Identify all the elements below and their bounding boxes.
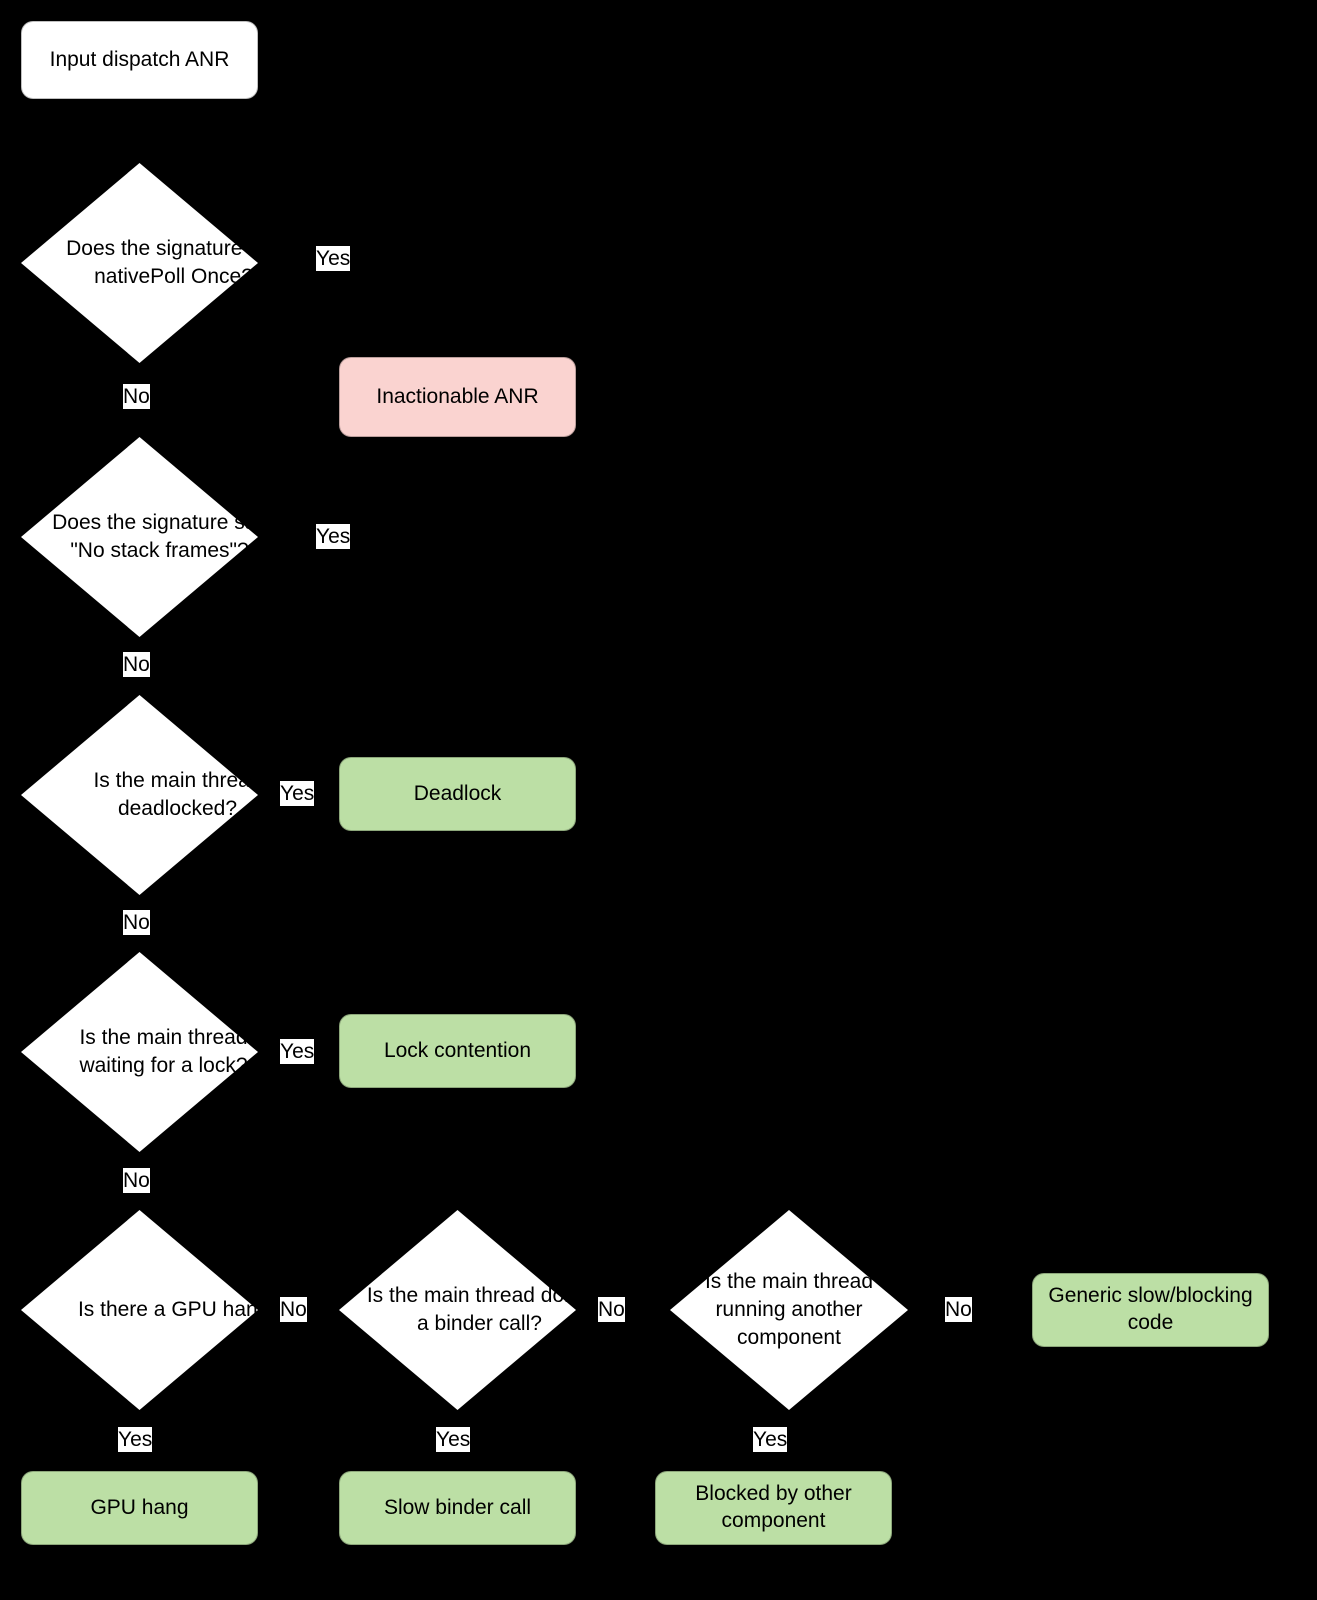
node-outcome-lock-contention[interactable]: Lock contention [339,1014,576,1088]
node-start-input-dispatch-anr[interactable]: Input dispatch ANR [21,21,258,99]
edge-label-d4-no: No [123,1168,150,1193]
edge-label-d3-no: No [123,910,150,935]
diamond-shape [21,163,258,363]
edge-label-d4-yes: Yes [280,1039,315,1064]
node-outcome-slow-binder-call[interactable]: Slow binder call [339,1471,576,1545]
node-outcome-inactionable-anr-label: Inactionable ANR [376,384,539,408]
node-decision-waiting-for-lock[interactable]: Is the main thread waiting for a lock? [21,952,258,1152]
node-decision-no-stack-frames[interactable]: Does the signature say "No stack frames"… [21,437,267,637]
node-outcome-blocked-by-other-component-label: Blocked by other component [695,1482,852,1532]
node-decision-gpu-hang[interactable]: Is there a GPU hang? [21,1210,281,1410]
edge-label-d3-yes: Yes [280,781,315,806]
node-outcome-slow-binder-call-label: Slow binder call [383,1495,532,1519]
node-outcome-lock-contention-label: Lock contention [383,1038,532,1062]
node-outcome-inactionable-anr[interactable]: Inactionable ANR [339,357,576,437]
node-outcome-blocked-by-other-component[interactable]: Blocked by other component [655,1471,892,1545]
edge-label-d6-no: No [598,1297,625,1322]
node-outcome-gpu-hang-label: GPU hang [90,1495,189,1519]
edge-label-d7-yes: Yes [753,1427,788,1452]
edge-label-d2-no: No [123,652,150,677]
node-decision-binder-call[interactable]: Is the main thread doing a binder call? [339,1210,592,1410]
diamond-shape [339,1210,576,1410]
node-outcome-deadlock-label: Deadlock [413,781,502,805]
diamond-shape [21,695,258,895]
node-outcome-generic-slow-blocking-code[interactable]: Generic slow/blocking code [1032,1273,1269,1347]
edge-label-d1-no: No [123,384,150,409]
diamond-shape [670,1210,908,1410]
diamond-shape [21,1210,258,1410]
node-outcome-generic-slow-blocking-code-label: Generic slow/blocking code [1048,1284,1253,1334]
node-outcome-gpu-hang[interactable]: GPU hang [21,1471,258,1545]
edge-label-d5-no: No [280,1297,307,1322]
node-outcome-deadlock[interactable]: Deadlock [339,757,576,831]
node-decision-native-poll-once[interactable]: Does the signature say nativePoll Once? [21,163,281,363]
edge-label-d6-yes: Yes [436,1427,471,1452]
edge-label-d5-yes: Yes [118,1427,153,1452]
diamond-shape [21,437,258,637]
edge-label-d7-no: No [945,1297,972,1322]
node-decision-main-thread-deadlocked[interactable]: Is the main thread deadlocked? [21,695,262,895]
diamond-shape [21,952,258,1152]
edge-label-d1-yes: Yes [316,246,351,271]
node-start-label: Input dispatch ANR [49,47,230,71]
node-decision-running-another-component[interactable]: Is the main thread running another compo… [670,1210,908,1410]
edge-label-d2-yes: Yes [316,524,351,549]
